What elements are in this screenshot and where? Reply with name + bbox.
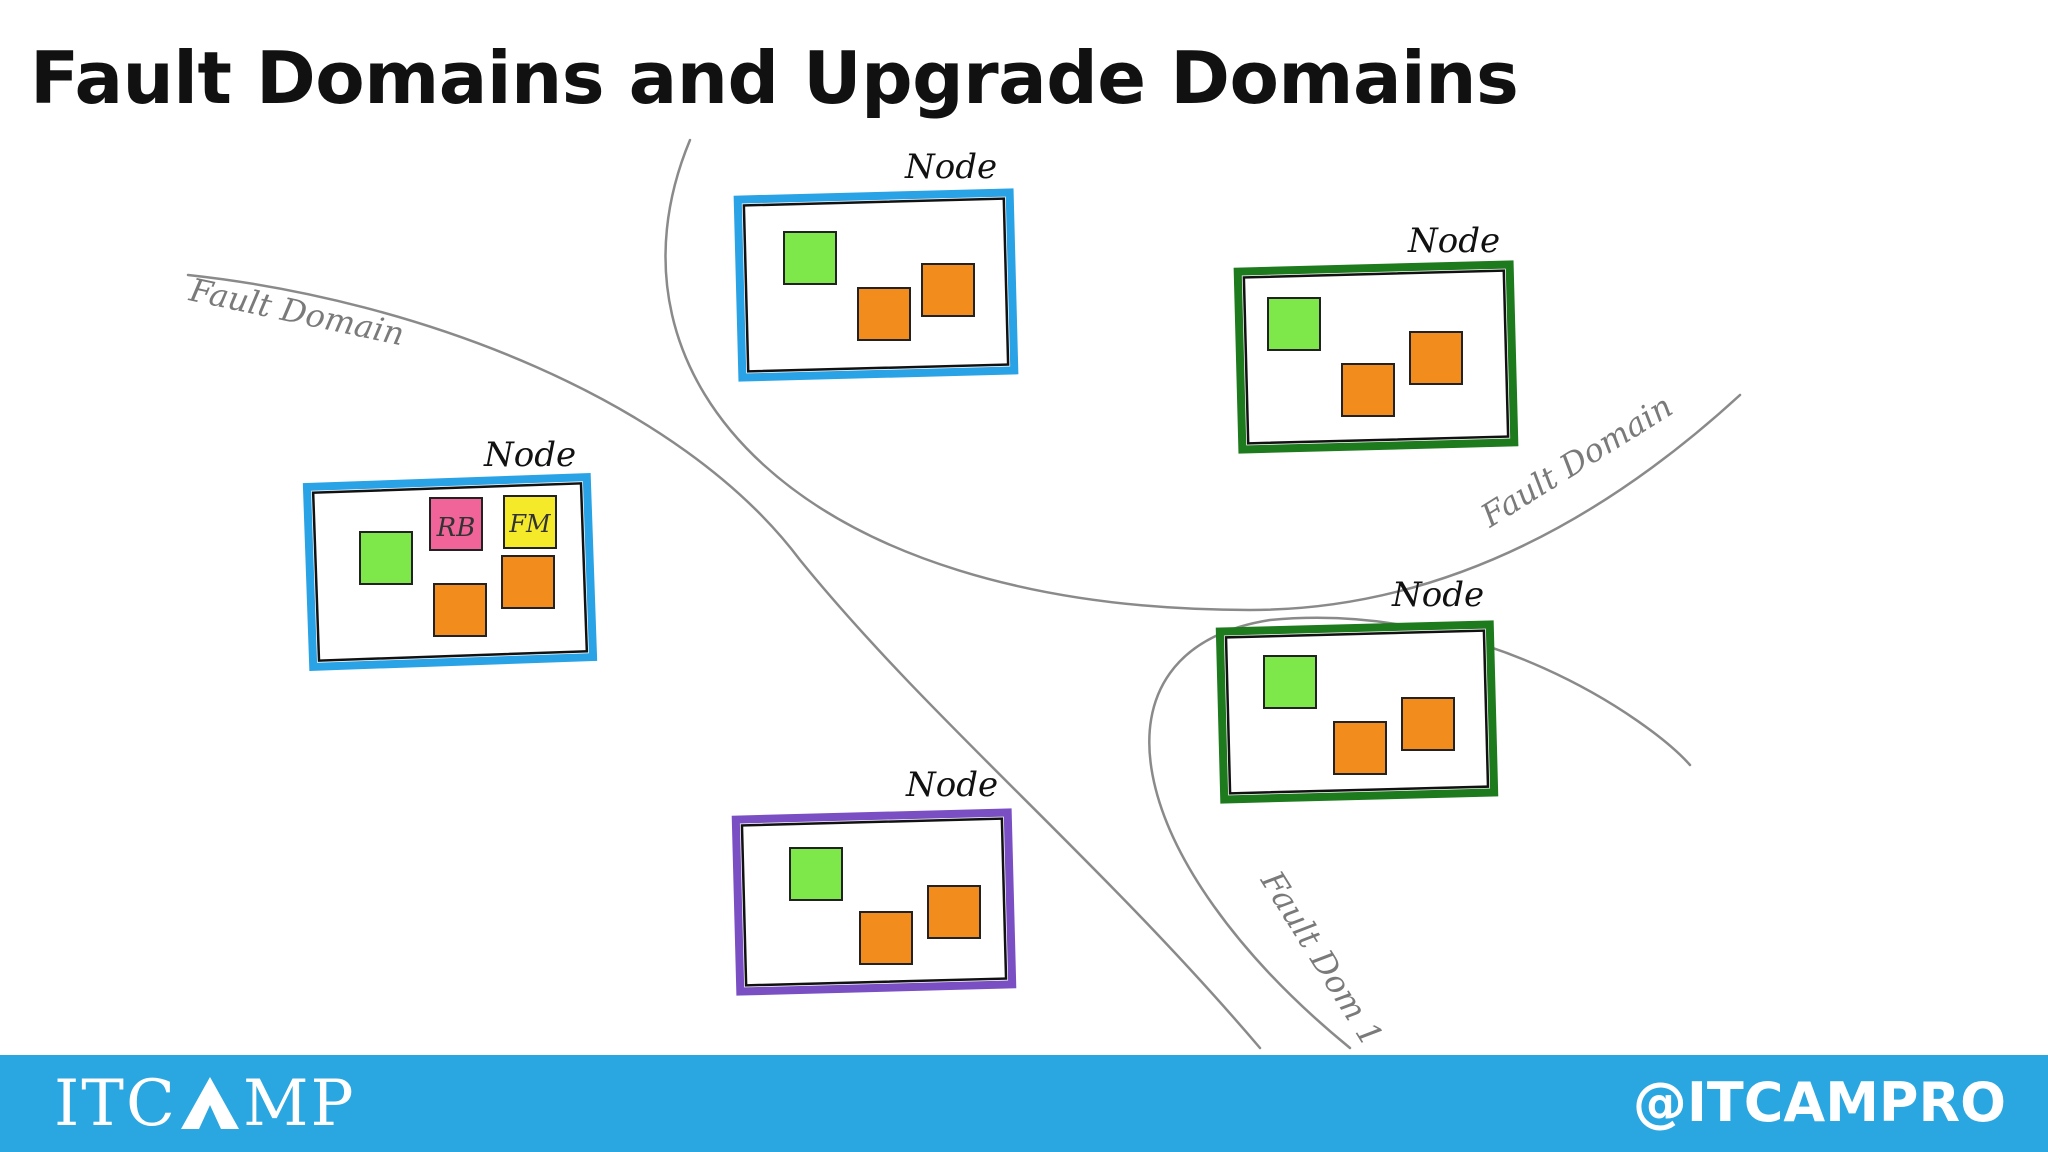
node-left: Node RB FM [302,435,598,671]
green-service-block [359,531,413,585]
slide-title: Fault Domains and Upgrade Domains [30,36,1519,120]
logo-a-triangle-icon [180,1077,239,1129]
fault-domain-boundary-3 [1148,616,1692,1050]
orange-service-block [927,885,981,939]
fault-domain-label-1: Fault Domain [185,270,407,353]
orange-service-block [1409,331,1463,385]
fm-service-label: FM [508,510,552,538]
node-frame-sketch [1224,629,1490,795]
node-label: Node [905,765,998,805]
rb-service-label: RB [436,513,476,543]
node-frame-sketch [1242,269,1510,445]
node-label: Node [904,147,997,187]
node-bottom-center: Node [731,765,1017,996]
green-service-block [789,847,843,901]
twitter-handle: @ITCAMPRO [1632,1071,2006,1134]
orange-service-block [1341,363,1395,417]
node-top-right: Node [1233,221,1519,454]
logo-text-left: ITC [54,1067,177,1141]
green-service-block [783,231,837,285]
fault-domain-boundary-1 [186,273,1262,1050]
node-frame-sketch [742,197,1010,373]
node-label: Node [483,435,576,475]
orange-service-block [501,555,555,609]
node-label: Node [1407,221,1500,261]
rb-service-block [429,497,483,551]
orange-service-block [857,287,911,341]
node-right-middle: Node [1215,575,1499,804]
orange-service-block [1401,697,1455,751]
fault-domain-diagram: Fault Domain Fault Domain Fault Dom 1 No… [185,138,1742,1053]
fm-service-block [503,495,557,549]
node-label: Node [1391,575,1484,615]
fault-domain-boundary-2 [664,138,1742,612]
footer-bar: ITC MP @ITCAMPRO [0,1055,2048,1152]
itcamp-logo: ITC MP [54,1069,356,1139]
green-service-block [1267,297,1321,351]
logo-text-right: MP [242,1067,356,1141]
node-frame [1233,260,1519,454]
orange-service-block [859,911,913,965]
orange-service-block [1333,721,1387,775]
green-service-block [1263,655,1317,709]
orange-service-block [433,583,487,637]
node-frame-sketch [740,817,1008,987]
node-frame-sketch [311,482,589,662]
node-top-center: Node [733,147,1019,382]
orange-service-block [921,263,975,317]
